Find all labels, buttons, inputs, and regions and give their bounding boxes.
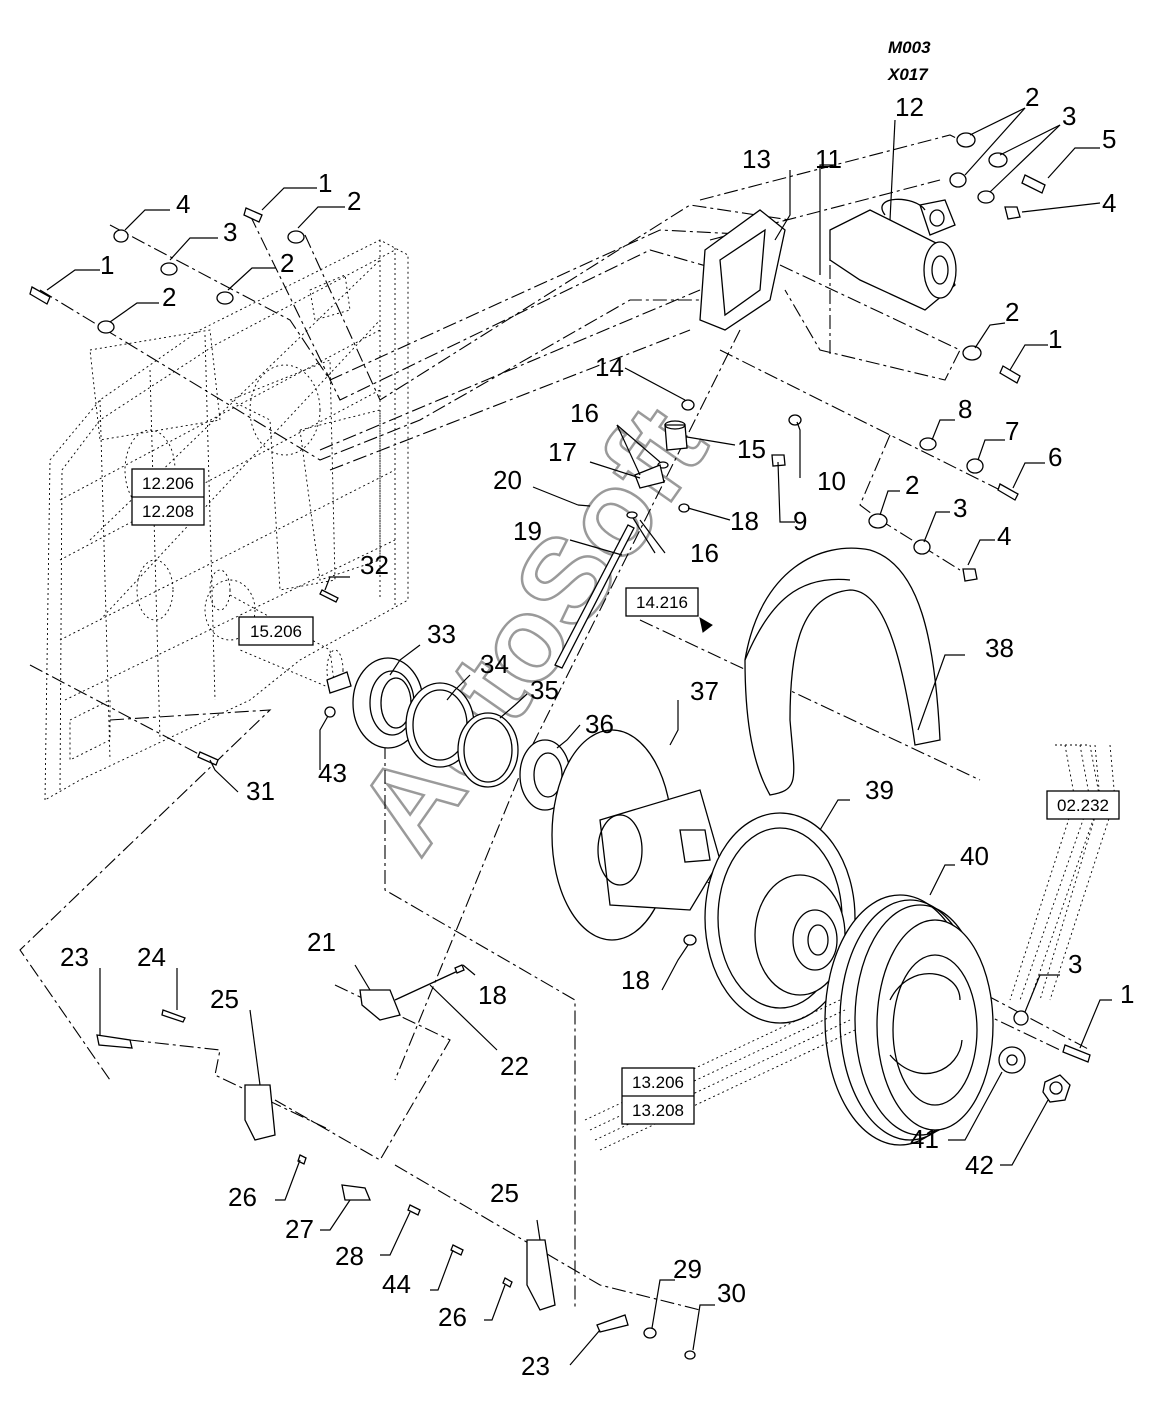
callout-23: 23 [60,942,89,972]
callout-20: 20 [493,465,522,495]
callout-32: 32 [360,550,389,580]
callout-38: 38 [985,633,1014,663]
svg-text:12.208: 12.208 [142,502,194,521]
callout-8: 8 [958,394,972,424]
callout-3: 3 [1062,101,1076,131]
svg-text:15.206: 15.206 [250,622,302,641]
callout-42: 42 [965,1150,994,1180]
callout-15: 15 [737,434,766,464]
callout-30: 30 [717,1278,746,1308]
pulley-40 [824,894,994,1146]
callout-11: 11 [815,144,842,174]
callout-7: 7 [1005,416,1019,446]
callout-31: 31 [246,776,275,806]
callout-10: 10 [817,466,846,496]
callout-29: 29 [673,1254,702,1284]
hardware-top-left [29,207,305,334]
callout-6: 6 [1048,442,1062,472]
callout-21: 21 [307,927,336,957]
callout-28: 28 [335,1241,364,1271]
ref-box-13206: 13.206 13.208 [621,1067,695,1125]
callout-35: 35 [530,675,559,705]
callout-36: 36 [585,709,614,739]
callout-26: 26 [228,1182,257,1212]
callout-33: 33 [427,619,456,649]
callout-26: 26 [438,1302,467,1332]
callout-3: 3 [1068,949,1082,979]
callout-1: 1 [100,250,114,280]
callout-18: 18 [621,965,650,995]
ref-box-02232: 02.232 [1046,790,1120,820]
callout-labels: 1 2 4 3 2 1 2 12 2 3 5 4 13 11 2 1 8 7 6… [60,82,1134,1381]
ref-box-15206: 15.206 [238,616,314,646]
callout-37: 37 [690,676,719,706]
linkage-parts [96,964,696,1360]
callout-24: 24 [137,942,166,972]
callout-1: 1 [1048,324,1062,354]
callout-3: 3 [223,217,237,247]
callout-14: 14 [595,352,624,382]
ref-box-12206: 12.206 12.208 [131,468,205,526]
callout-22: 22 [500,1051,529,1081]
callout-18: 18 [478,980,507,1010]
callout-5: 5 [1102,124,1116,154]
belt-right [1009,744,1116,1001]
callout-23: 23 [521,1351,550,1381]
callout-2: 2 [280,248,294,278]
code-m003: M003 [888,38,931,57]
callout-18: 18 [730,506,759,536]
adjuster-parts [554,399,802,669]
callout-4: 4 [997,521,1011,551]
callout-44: 44 [382,1269,411,1299]
sheave-39 [704,812,856,1024]
callout-27: 27 [285,1214,314,1244]
leader-lines [46,107,1112,1366]
callout-16: 16 [570,398,599,428]
disc-37 [551,729,721,946]
callout-4: 4 [1102,188,1116,218]
svg-text:14.216: 14.216 [636,593,688,612]
code-x017: X017 [887,65,929,84]
svg-text:12.206: 12.206 [142,474,194,493]
callout-2: 2 [905,470,919,500]
callout-3: 3 [953,493,967,523]
callout-17: 17 [548,437,577,467]
callout-16: 16 [690,538,719,568]
callout-9: 9 [793,506,807,536]
svg-text:13.206: 13.206 [632,1073,684,1092]
belt-38 [744,547,941,796]
callout-2: 2 [1025,82,1039,112]
ref-box-14216: 14.216 [625,587,699,617]
callout-25: 25 [490,1178,519,1208]
callout-25: 25 [210,984,239,1014]
callout-2: 2 [347,186,361,216]
motor-assembly [699,198,957,331]
feeder-frame [44,239,409,801]
callout-1: 1 [1120,979,1134,1009]
svg-text:02.232: 02.232 [1057,796,1109,815]
callout-41: 41 [910,1124,939,1154]
callout-40: 40 [960,841,989,871]
callout-4: 4 [176,189,190,219]
callout-13: 13 [742,144,771,174]
hardware-top-right [868,132,1046,582]
callout-34: 34 [480,649,509,679]
hardware-lower-right [998,1010,1091,1103]
callout-19: 19 [513,516,542,546]
callout-2: 2 [162,282,176,312]
callout-1: 1 [318,168,332,198]
svg-text:13.208: 13.208 [632,1101,684,1120]
callout-2: 2 [1005,297,1019,327]
callout-39: 39 [865,775,894,805]
arrow-14216 [699,616,713,633]
callout-12: 12 [895,92,924,122]
callout-43: 43 [318,758,347,788]
